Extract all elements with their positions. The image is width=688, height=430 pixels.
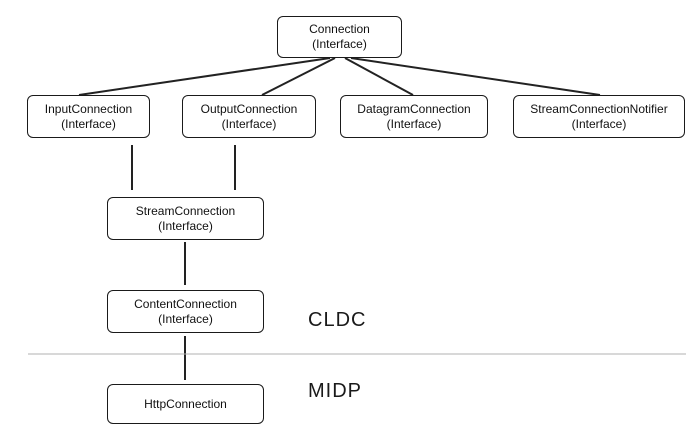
outputconnection-node-name: OutputConnection — [200, 101, 298, 116]
midp-layer-label: MIDP — [308, 380, 362, 402]
streamconnectionnotifier-node-kind: (Interface) — [571, 116, 627, 131]
contentconnection-node: ContentConnection (Interface) — [107, 290, 264, 333]
streamconnectionnotifier-node: StreamConnectionNotifier (Interface) — [513, 95, 685, 138]
datagramconnection-node: DatagramConnection (Interface) — [340, 95, 488, 138]
cldc-layer-label: CLDC — [308, 309, 367, 331]
edge-connection-datagramconnection — [344, 57, 414, 96]
streamconnection-node-kind: (Interface) — [158, 218, 213, 233]
contentconnection-node-kind: (Interface) — [158, 311, 213, 326]
inputconnection-node-name: InputConnection — [44, 101, 133, 116]
httpconnection-node: HttpConnection — [107, 384, 264, 424]
streamconnection-node: StreamConnection (Interface) — [107, 197, 264, 240]
connection-node-name: Connection — [309, 22, 370, 36]
inputconnection-node-kind: (Interface) — [61, 116, 116, 131]
datagramconnection-node-name: DatagramConnection — [357, 101, 471, 116]
edge-connection-streamconnectionnotifier — [350, 57, 601, 96]
httpconnection-node-name: HttpConnection — [144, 396, 227, 411]
datagramconnection-node-kind: (Interface) — [386, 116, 442, 131]
connection-node-kind: (Interface) — [312, 37, 367, 51]
inputconnection-node: InputConnection (Interface) — [27, 95, 150, 138]
edge-connection-inputconnection — [78, 57, 331, 96]
connection-node: Connection (Interface) — [277, 16, 402, 58]
outputconnection-node-kind: (Interface) — [221, 116, 277, 131]
edge-connection-outputconnection — [261, 57, 336, 96]
streamconnection-node-name: StreamConnection — [135, 203, 236, 218]
streamconnectionnotifier-node-name: StreamConnectionNotifier — [530, 101, 668, 116]
outputconnection-node: OutputConnection (Interface) — [182, 95, 316, 138]
contentconnection-node-name: ContentConnection — [134, 296, 237, 311]
